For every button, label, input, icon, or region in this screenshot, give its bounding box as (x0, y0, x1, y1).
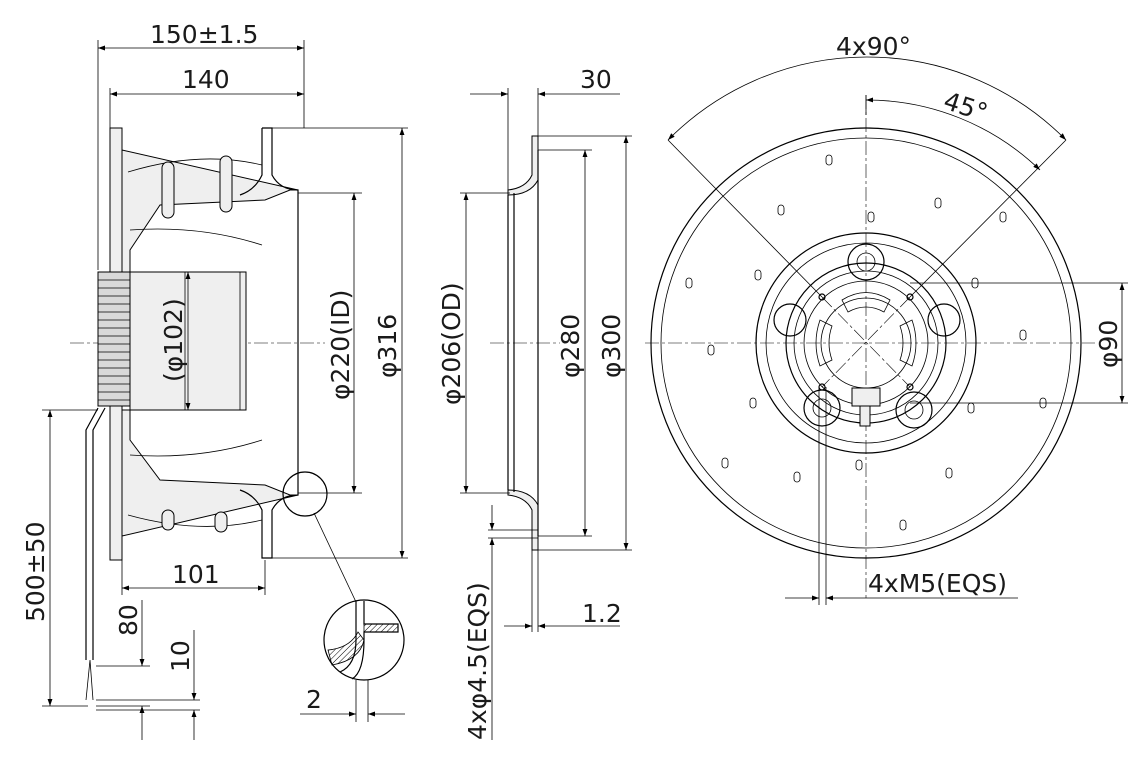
dim-cable-length: 500±50 (21, 522, 50, 622)
dim-angle-4x90: 4x90° (836, 32, 911, 61)
dim-inner-dia: φ220(ID) (326, 290, 355, 400)
side-view (70, 127, 357, 701)
blade-pin-2 (219, 155, 233, 213)
front-view (645, 95, 1095, 600)
dim-angle-45: 45° (940, 86, 991, 127)
blade-pin-1 (161, 161, 175, 219)
dim-ring-280: φ280 (556, 314, 585, 378)
dim-ring-holes: 4xφ4.5(EQS) (463, 582, 492, 740)
front-view-dimensions: 4x90° 45° φ90 4xM5(EQS) (667, 32, 1128, 605)
ring-bottom (507, 489, 539, 551)
detail-circle (282, 471, 328, 517)
dim-ring-thk: 1.2 (582, 599, 622, 628)
dim-threads: 4xM5(EQS) (868, 569, 1007, 598)
dim-depth-140: 140 (182, 65, 230, 94)
motor-rotor (97, 271, 131, 407)
dim-cable-80: 80 (114, 604, 143, 636)
detail-view: 2 (300, 599, 405, 722)
dim-ring-300: φ300 (597, 314, 626, 378)
ring-top (507, 135, 539, 196)
dim-detail-2: 2 (306, 685, 322, 714)
dim-bolt-circle: φ90 (1094, 320, 1123, 368)
dim-depth-101: 101 (172, 560, 220, 589)
inlet-ring-view: 30 φ206(OD) φ280 φ300 1.2 4xφ4.5(EQS) (437, 65, 632, 740)
dim-hub-dia: (φ102) (159, 298, 188, 382)
side-view-dimensions: 150±1.5 140 101 (φ102) φ220(ID) φ316 500… (21, 20, 408, 740)
dim-ring-od: φ206(OD) (437, 282, 466, 405)
dim-ring-depth: 30 (580, 65, 612, 94)
dim-cable-10: 10 (166, 640, 195, 672)
dim-overall-depth: 150±1.5 (150, 20, 258, 49)
dim-outer-dia: φ316 (373, 314, 402, 378)
